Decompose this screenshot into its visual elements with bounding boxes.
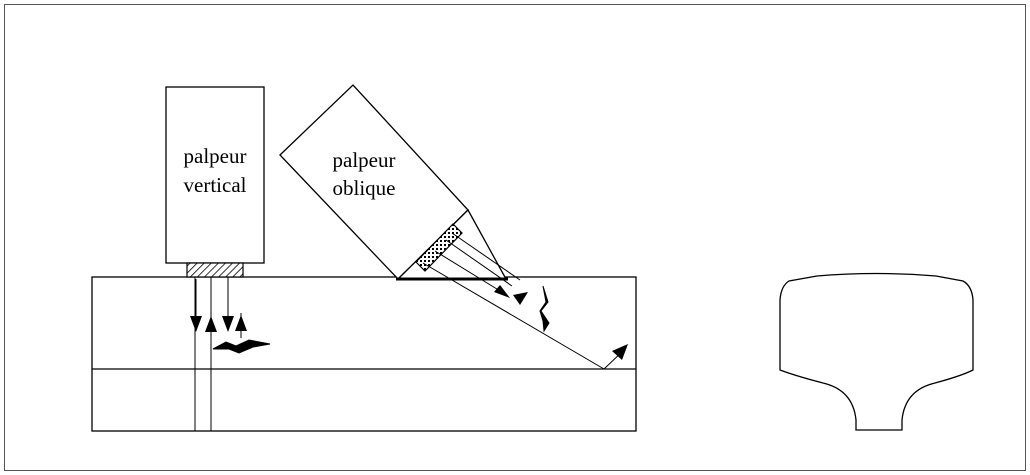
oblique-beams [422,232,625,370]
oblique-probe-label-line1: palpeur [333,148,396,172]
rail-cross-section [779,272,974,431]
oblique-probe-label-line2: oblique [333,176,396,200]
rail-block [91,276,637,432]
vertical-beams [190,277,247,431]
beam-arrow-up-1 [205,316,217,332]
oblique-arrow-return [513,292,528,305]
vertical-probe-crystal [186,262,244,278]
vertical-probe-label-line1: palpeur [184,144,247,168]
figure-frame [4,4,1026,471]
beam-arrow-up-2 [235,315,247,331]
vertical-crack-defect [539,285,550,333]
oblique-arrow-reflected [612,344,628,360]
beam-arrow-down-2 [222,316,234,332]
vertical-probe-label-line2: vertical [184,173,247,197]
oblique-probe: palpeur oblique [279,84,508,281]
oblique-arrow-forward [494,285,510,298]
rail-outline [91,276,637,432]
beam-arrow-down [190,316,202,332]
oblique-probe-crystal [415,223,463,272]
oblique-beam-arrows [494,285,628,360]
horizontal-defect [212,339,271,354]
vertical-probe: palpeur vertical [165,86,265,278]
